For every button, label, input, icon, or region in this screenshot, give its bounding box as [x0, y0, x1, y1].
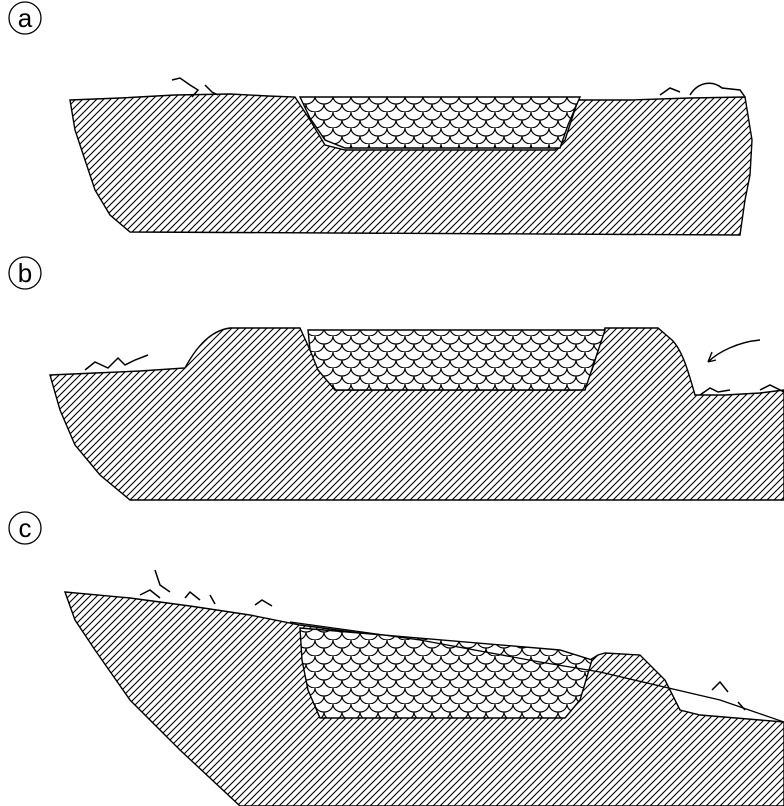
vegetation-c-right — [712, 682, 745, 710]
panel-a: a — [9, 2, 752, 235]
panel-c-label: c — [9, 512, 41, 544]
svg-text:b: b — [18, 258, 32, 288]
panel-a-label: a — [9, 2, 41, 34]
svg-text:a: a — [18, 3, 33, 33]
panel-b: b — [9, 257, 784, 500]
panel-b-label: b — [9, 257, 41, 289]
vegetation-c-left — [140, 570, 272, 606]
fill-material-c — [300, 628, 592, 718]
vegetation-a-right — [660, 83, 745, 97]
annotation-arrow — [708, 340, 760, 362]
panel-c: c — [9, 512, 784, 806]
fill-material-b — [308, 330, 605, 390]
svg-text:c: c — [19, 513, 32, 543]
fill-material-a — [300, 97, 580, 148]
vegetation-b-left — [85, 355, 148, 370]
